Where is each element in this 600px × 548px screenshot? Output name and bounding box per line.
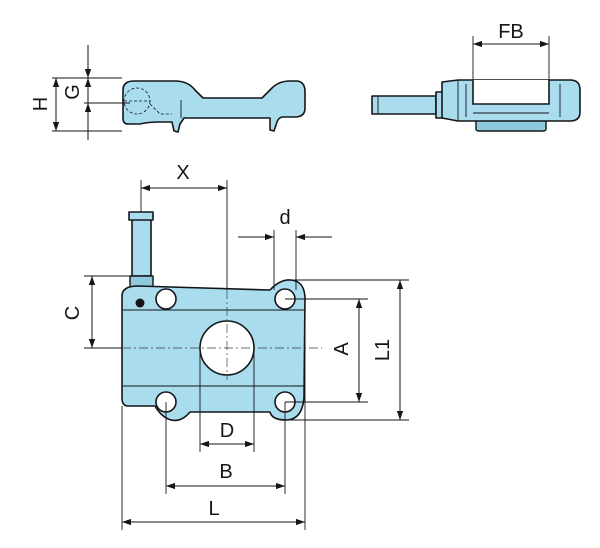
front-view: [371, 79, 581, 132]
hole-top-left: [155, 288, 177, 310]
dimension-l1: L1: [290, 279, 409, 421]
label-d-bore: D: [220, 420, 234, 442]
dimension-d-bore: D: [199, 348, 255, 452]
label-l: L: [208, 498, 219, 520]
label-d: d: [279, 207, 290, 229]
label-a: A: [331, 342, 353, 356]
label-x: X: [176, 162, 189, 184]
dimension-d: d: [238, 207, 332, 290]
dimension-a: A: [285, 298, 368, 403]
dimension-h-g: H G: [30, 45, 130, 140]
dimension-x: X: [140, 162, 228, 290]
side-view: [122, 80, 306, 133]
label-h: H: [30, 97, 52, 111]
label-b: B: [219, 461, 232, 483]
dimension-b: B: [165, 402, 286, 494]
label-fb: FB: [498, 21, 524, 43]
dimension-l: L: [121, 300, 306, 530]
label-c: C: [62, 306, 84, 320]
top-view: [121, 211, 322, 422]
label-l1: L1: [372, 339, 394, 361]
label-g: G: [62, 84, 84, 100]
dimension-c: C: [62, 275, 132, 349]
dimension-fb: FB: [472, 21, 550, 80]
